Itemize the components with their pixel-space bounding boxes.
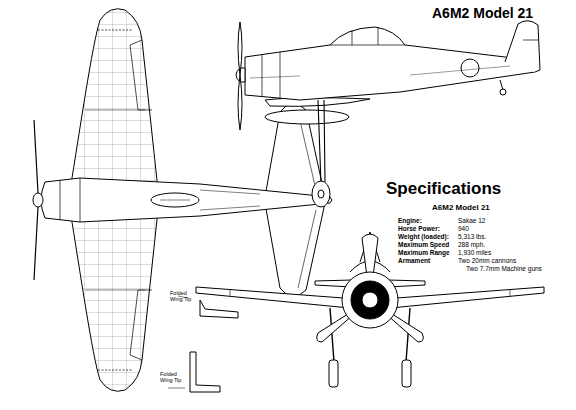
- spec-value: 940: [458, 226, 469, 233]
- spec-value: 5,313 lbs.: [458, 234, 486, 241]
- spec-value: Two 20mm cannons: [458, 258, 516, 265]
- spec-label: Maximum Range: [398, 250, 450, 257]
- side-view: [236, 21, 540, 207]
- front-view: [196, 232, 544, 387]
- section-heading: Specifications: [386, 180, 501, 198]
- spec-label: Horse Power:: [398, 226, 440, 233]
- view-note: Folded Wing Tip: [160, 372, 188, 384]
- spec-label: Maximum Speed: [398, 242, 449, 249]
- spec-label: Engine:: [398, 218, 422, 225]
- drawing-title: A6M2 Model 21: [432, 6, 533, 21]
- view-note: Folded Wing Tip: [170, 291, 198, 303]
- spec-label: Armament: [398, 258, 430, 265]
- spec-value: Sakae 12: [458, 218, 485, 225]
- spec-value: 1,930 miles: [458, 250, 491, 257]
- spec-value: Two 7.7mm Machine guns: [466, 266, 542, 273]
- spec-subtitle: A6M2 Model 21: [432, 204, 490, 212]
- spec-value: 288 mph.: [458, 242, 485, 249]
- spec-label: Weight (loaded):: [398, 234, 449, 241]
